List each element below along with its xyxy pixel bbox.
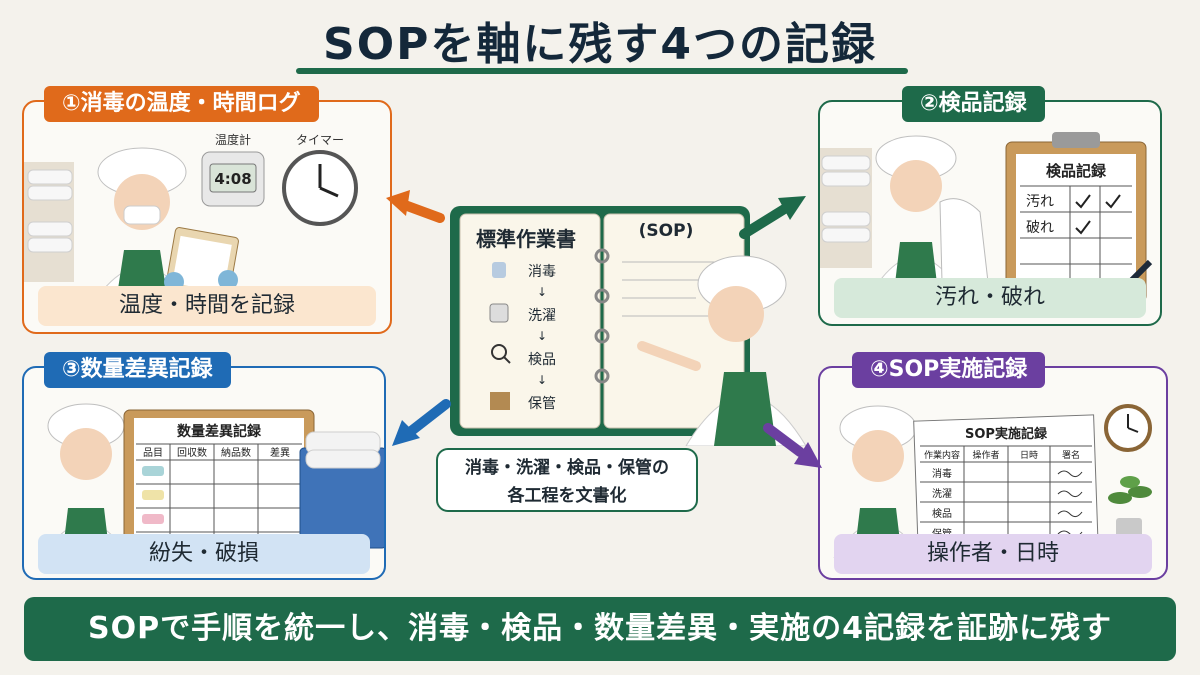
- panel-disinfection-log: 4:08 温度計 タイマー 温度・時間を記録: [22, 100, 392, 334]
- sop-col-operator: 操作者: [972, 449, 999, 461]
- quantity-col-collected: 回収数: [177, 446, 207, 459]
- book-right-title: (SOP): [639, 221, 694, 241]
- book-arrow-1: ↓: [537, 285, 547, 299]
- thermometer-display: 4:08: [214, 170, 251, 188]
- center-callout-line2: 各工程を文書化: [507, 486, 627, 506]
- sop-manual-book: 標準作業書 (SOP) 消毒 ↓ 洗濯 ↓ 検品 ↓ 保管: [450, 206, 806, 446]
- panel-inspection-record: 検品記録 汚れ 破れ 汚れ・破れ: [818, 100, 1162, 326]
- book-step-inspect: 検品: [528, 352, 556, 368]
- label-disinfection-log: ①消毒の温度・時間ログ: [44, 86, 319, 122]
- scene-disinfection: 4:08 温度計 タイマー: [24, 132, 358, 303]
- caption-disinfection: 温度・時間を記録: [38, 286, 376, 326]
- book-step-wash: 洗濯: [528, 308, 556, 324]
- sop-row-disinfect: 消毒: [932, 467, 952, 480]
- sop-col-task: 作業内容: [924, 449, 960, 461]
- timer-label: タイマー: [296, 133, 344, 147]
- caption-sop-execution: 操作者・日時: [834, 534, 1152, 574]
- sop-row-wash: 洗濯: [932, 488, 952, 500]
- quantity-col-delivered: 納品数: [221, 446, 251, 459]
- book-step-store: 保管: [528, 396, 556, 412]
- center-callout: 消毒・洗濯・検品・保管の 各工程を文書化: [436, 448, 698, 512]
- label-inspection-record: ②検品記録: [902, 86, 1045, 122]
- inspection-sheet-title: 検品記録: [1046, 162, 1107, 180]
- label-sop-execution: ④SOP実施記録: [852, 352, 1046, 388]
- quantity-sheet-title: 数量差異記録: [177, 423, 262, 440]
- inspection-row-tear: 破れ: [1026, 220, 1054, 236]
- caption-inspection: 汚れ・破れ: [834, 278, 1146, 318]
- scene-sop-execution: SOP実施記録 作業内容 操作者 日時 署名 消毒 洗濯 検品 保管: [833, 404, 1152, 558]
- quantity-col-variance: 差異: [270, 446, 290, 459]
- sop-row-inspect: 検品: [932, 507, 952, 520]
- book-arrow-3: ↓: [537, 373, 547, 387]
- thermometer-label: 温度計: [215, 132, 251, 147]
- panel-quantity-variance: 数量差異記録 品目 回収数 納品数 差異 紛失・破損: [22, 366, 386, 580]
- quantity-col-item: 品目: [143, 447, 163, 459]
- arrow-to-sop-execution: [763, 423, 822, 468]
- scene-quantity: 数量差異記録 品目 回収数 納品数 差異: [41, 403, 384, 558]
- label-quantity-variance: ③数量差異記録: [44, 352, 231, 388]
- panel-sop-execution: SOP実施記録 作業内容 操作者 日時 署名 消毒 洗濯 検品 保管 操作者・日…: [818, 366, 1168, 580]
- bottom-banner: SOPで手順を統一し、消毒・検品・数量差異・実施の4記録を証跡に残す: [24, 597, 1176, 661]
- arrow-to-inspection: [739, 196, 806, 239]
- caption-quantity: 紛失・破損: [38, 534, 370, 574]
- arrow-to-quantity: [392, 399, 451, 446]
- inspection-row-stain: 汚れ: [1026, 194, 1054, 210]
- arrow-to-disinfection: [386, 190, 445, 223]
- book-left-title: 標準作業書: [476, 227, 576, 251]
- sop-sheet-title: SOP実施記録: [965, 426, 1048, 442]
- title-underline: [296, 68, 908, 74]
- sop-col-datetime: 日時: [1020, 450, 1038, 461]
- sop-col-signature: 署名: [1062, 449, 1080, 461]
- page-title: SOPを軸に残す4つの記録: [323, 19, 877, 70]
- book-step-disinfect: 消毒: [528, 264, 556, 280]
- book-arrow-2: ↓: [537, 329, 547, 343]
- center-callout-line1: 消毒・洗濯・検品・保管の: [465, 458, 669, 478]
